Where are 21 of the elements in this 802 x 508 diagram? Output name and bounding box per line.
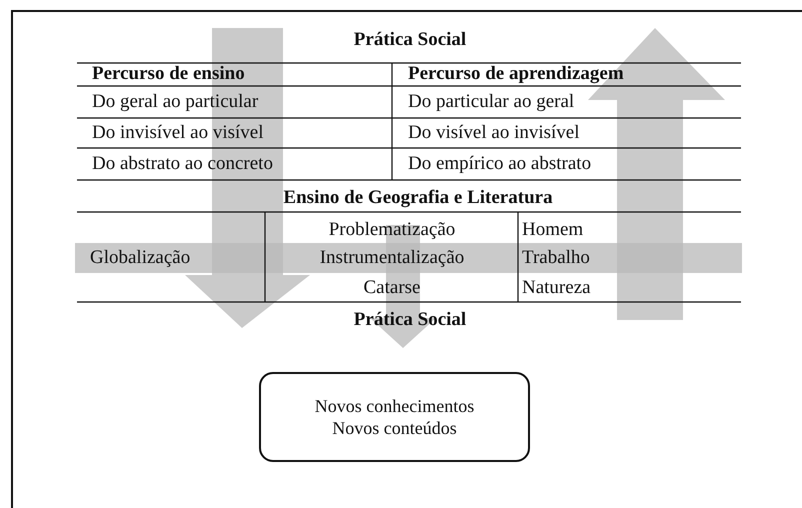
table-heading: Ensino de Geografia e Literatura: [283, 186, 553, 210]
table-cell-text: Do invisível ao visível: [92, 121, 264, 145]
table-cell-text: Do geral ao particular: [92, 90, 258, 114]
rounded-box: [259, 372, 530, 462]
table-cell-text: Problematização: [328, 218, 456, 242]
table-heading: Prática Social: [354, 28, 466, 52]
box-text: Novos conteúdos: [332, 417, 457, 439]
table-cell-text: Do abstrato ao concreto: [92, 152, 273, 176]
table-heading: Percurso de ensino: [92, 62, 245, 86]
table-cell-text: Trabalho: [522, 246, 590, 270]
box-text: Novos conhecimentos: [314, 395, 474, 417]
table-cell-text: Natureza: [522, 276, 591, 300]
table-heading: Percurso de aprendizagem: [408, 62, 624, 86]
table-cell-text: Do visível ao invisível: [408, 121, 580, 145]
table-cell-text: Do particular ao geral: [408, 90, 574, 114]
table-cell-text: Globalização: [90, 246, 190, 270]
table-cell-text: Homem: [522, 218, 584, 242]
table-cell-text: Instrumentalização: [320, 246, 464, 270]
table-cell-text: Catarse: [364, 276, 420, 300]
table-cell-text: Do empírico ao abstrato: [408, 152, 592, 176]
table-heading: Prática Social: [354, 308, 466, 332]
